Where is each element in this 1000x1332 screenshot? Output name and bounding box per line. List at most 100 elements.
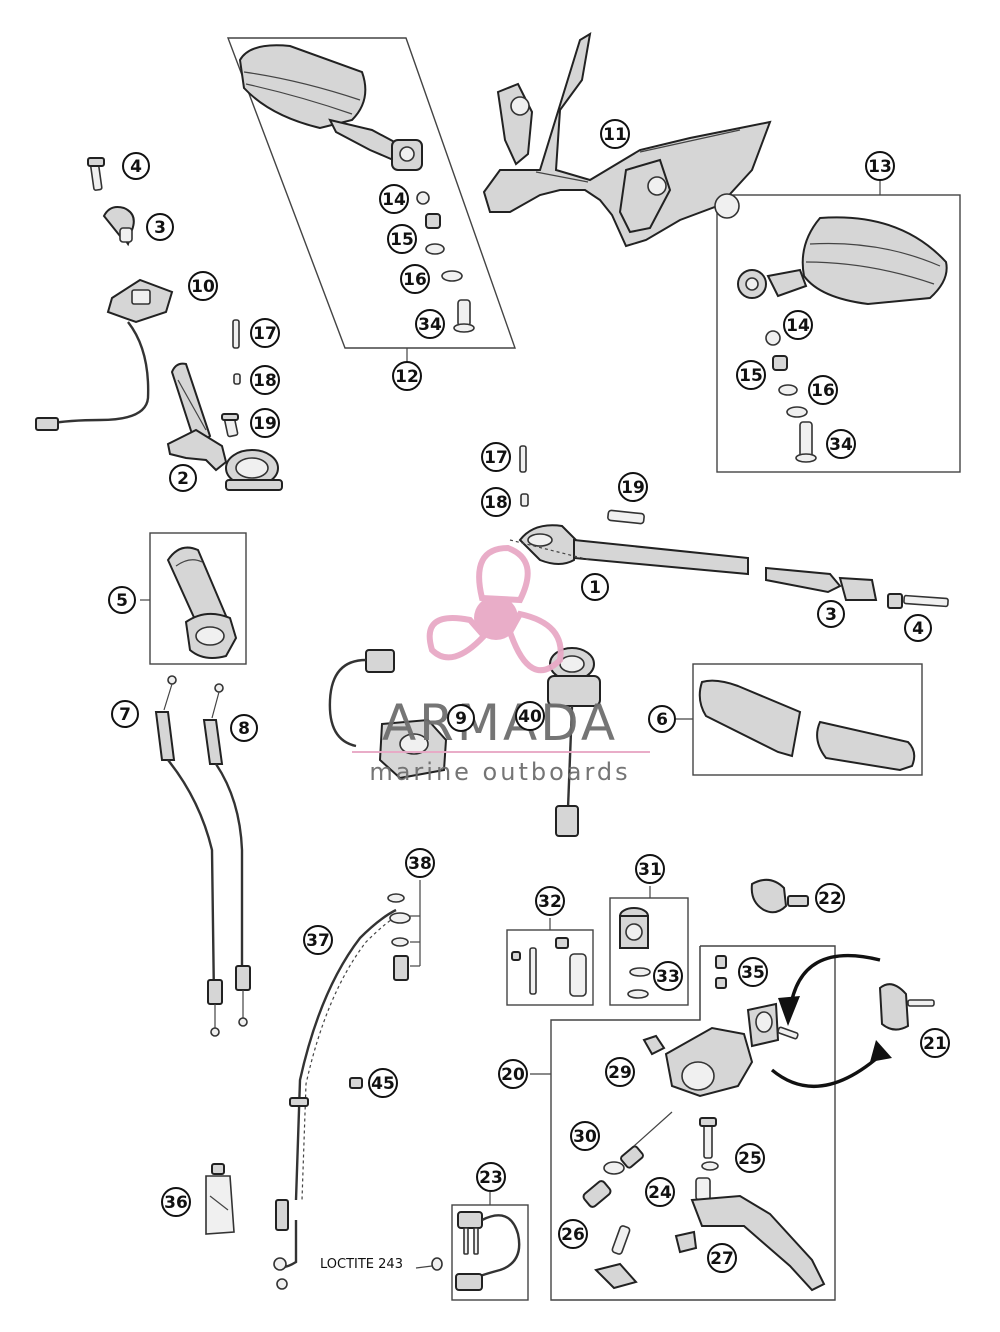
callout-14a-label: 14 xyxy=(382,190,406,210)
callout-30: 30 xyxy=(570,1121,600,1151)
callout-11-label: 11 xyxy=(603,125,627,145)
callout-25-label: 25 xyxy=(738,1149,762,1169)
handlebar-switch xyxy=(328,649,448,780)
mirror-right-group-frame xyxy=(716,194,961,473)
callout-16b-label: 16 xyxy=(811,381,835,401)
callout-34a-label: 34 xyxy=(418,315,442,335)
callout-26-label: 26 xyxy=(561,1225,585,1245)
callout-2: 2 xyxy=(169,464,197,492)
reservoir-frame xyxy=(609,897,689,1006)
callout-8: 8 xyxy=(230,714,258,742)
bar-end-left xyxy=(102,206,135,247)
callout-15a-label: 15 xyxy=(390,230,414,250)
callout-31-label: 31 xyxy=(638,860,662,880)
brake-lever xyxy=(674,1177,826,1292)
callout-22: 22 xyxy=(815,883,845,913)
callout-33: 33 xyxy=(653,961,683,991)
propeller-logo xyxy=(426,544,564,674)
handlebar-pins xyxy=(519,445,645,525)
callout-34b-label: 34 xyxy=(829,435,853,455)
callout-36: 36 xyxy=(161,1187,191,1217)
callout-16a-label: 16 xyxy=(403,270,427,290)
throttle-tube xyxy=(170,362,212,444)
mirror-right-hardware xyxy=(765,330,817,463)
brake-light-switch-part xyxy=(594,1225,638,1290)
throttle-cable-a xyxy=(154,675,223,1037)
callout-22-label: 22 xyxy=(818,889,842,909)
throttle-pins xyxy=(221,319,241,438)
callout-21: 21 xyxy=(920,1028,950,1058)
callout-15b: 15 xyxy=(736,360,766,390)
callout-45: 45 xyxy=(368,1068,398,1098)
brake-hose xyxy=(273,908,401,1290)
callout-26: 26 xyxy=(558,1219,588,1249)
callout-7: 7 xyxy=(111,700,139,728)
piston-kit xyxy=(582,1111,673,1208)
lever-pivot-bolt xyxy=(699,1117,719,1171)
callout-38-label: 38 xyxy=(408,854,432,874)
callout-20: 20 xyxy=(498,1059,528,1089)
callout-35: 35 xyxy=(738,957,768,987)
rotation-arrow-bottom xyxy=(770,1050,886,1089)
callout-36-label: 36 xyxy=(164,1193,188,1213)
loctite-note: LOCTITE 243 xyxy=(320,1257,403,1272)
brake-switch xyxy=(415,1211,521,1291)
mirror-clamp-lower xyxy=(878,983,935,1031)
callout-18a: 18 xyxy=(250,365,280,395)
callout-25: 25 xyxy=(735,1143,765,1173)
mirror-right xyxy=(737,216,948,306)
callout-18b: 18 xyxy=(481,487,511,517)
callout-20-label: 20 xyxy=(501,1065,525,1085)
callout-19b-label: 19 xyxy=(621,478,645,498)
callout-4b: 4 xyxy=(904,614,932,642)
callout-7-label: 7 xyxy=(119,705,131,725)
callout-24: 24 xyxy=(645,1177,675,1207)
callout-5: 5 xyxy=(108,586,136,614)
callout-24-label: 24 xyxy=(648,1183,672,1203)
callout-6: 6 xyxy=(648,705,676,733)
callout-29-label: 29 xyxy=(608,1063,632,1083)
callout-29: 29 xyxy=(605,1057,635,1087)
callout-1: 1 xyxy=(581,573,609,601)
callout-9: 9 xyxy=(447,704,475,732)
callout-45-label: 45 xyxy=(371,1074,395,1094)
bolt-left xyxy=(87,157,105,191)
callout-15b-label: 15 xyxy=(739,366,763,386)
arrowhead-top xyxy=(778,996,800,1026)
callout-13: 13 xyxy=(865,151,895,181)
callout-3b-label: 3 xyxy=(825,605,837,625)
callout-30-label: 30 xyxy=(573,1127,597,1147)
small-nut xyxy=(349,1077,363,1089)
banjo-bolt-kit xyxy=(387,880,421,981)
callout-17a: 17 xyxy=(250,318,280,348)
throttle-housing-cover xyxy=(106,278,174,324)
callout-38: 38 xyxy=(405,848,435,878)
bar-end-right xyxy=(765,566,878,601)
callout-11: 11 xyxy=(600,119,630,149)
mirror-clamp-upper xyxy=(750,878,809,914)
callout-19b: 19 xyxy=(618,472,648,502)
callout-40-label: 40 xyxy=(518,707,542,727)
callout-16b: 16 xyxy=(808,375,838,405)
callout-4b-label: 4 xyxy=(912,619,924,639)
callout-32-label: 32 xyxy=(538,892,562,912)
watermark-logo: ARMADA marine outboards xyxy=(352,544,650,786)
handlebar-bracket xyxy=(482,32,772,248)
callout-18b-label: 18 xyxy=(484,493,508,513)
handlebar xyxy=(518,524,749,576)
watermark-brand: ARMADA xyxy=(382,694,618,752)
callout-14b: 14 xyxy=(783,310,813,340)
callout-21-label: 21 xyxy=(923,1034,947,1054)
callout-9-label: 9 xyxy=(455,709,467,729)
callout-8-label: 8 xyxy=(238,719,250,739)
throttle-connector xyxy=(35,417,59,431)
callout-4a-label: 4 xyxy=(130,157,142,177)
arrowhead-bottom xyxy=(870,1040,892,1062)
seal-kit xyxy=(511,937,587,997)
callout-14b-label: 14 xyxy=(786,316,810,336)
callout-18a-label: 18 xyxy=(253,371,277,391)
callout-19a-label: 19 xyxy=(253,414,277,434)
callout-37-label: 37 xyxy=(306,931,330,951)
